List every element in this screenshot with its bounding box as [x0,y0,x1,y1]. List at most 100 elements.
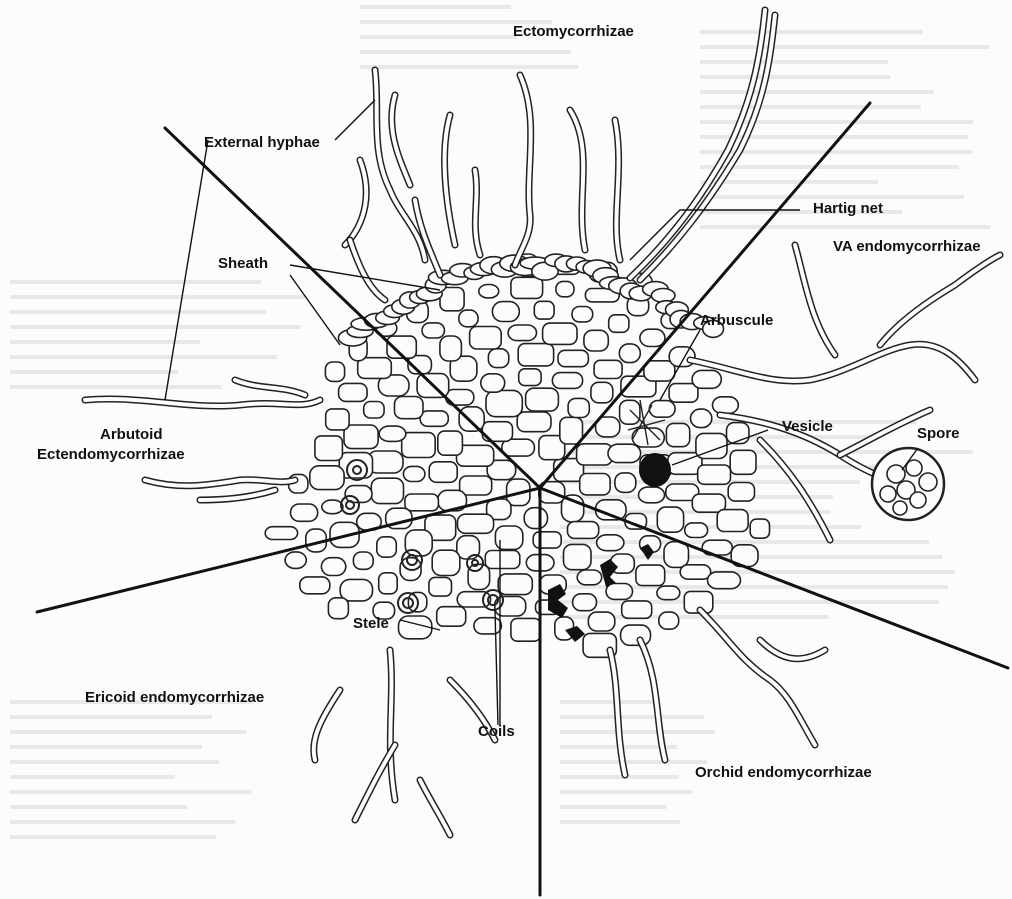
bleed-through-line [700,165,959,169]
root-cell [666,423,689,446]
root-cell [708,572,741,589]
label-ericoid-endomycorrhizae: Ericoid endomycorrhizae [85,689,264,707]
label-sheath: Sheath [218,255,268,273]
bleed-through-line [10,745,202,749]
root-cell [524,508,547,529]
hypha-lumen [795,245,835,355]
root-cell [560,417,583,444]
root-cell [728,483,754,502]
bleed-through-line [10,805,187,809]
root-cell [619,344,640,363]
root-cell [564,544,592,569]
root-cell [698,465,731,484]
label-ectendomycorrhizae: Ectendomycorrhizae [37,446,185,464]
spore-structure [872,448,944,520]
hypha-lumen [515,75,531,265]
root-cell [568,398,589,417]
bleed-through-line [360,35,517,39]
root-cell [680,565,711,579]
root-cell [344,425,378,449]
root-cell [577,570,602,585]
root-cell [750,519,769,538]
root-cell [597,535,624,551]
root-cell [573,594,597,611]
bleed-through-line [360,5,511,9]
root-cell [692,494,725,512]
root-cell [377,537,397,557]
root-cell [508,325,536,341]
root-cell [321,558,345,576]
external-hypha [350,240,385,300]
bleed-through-line [360,65,578,69]
root-cell [620,400,640,424]
root-cell [291,504,318,521]
bleed-through-line [700,135,968,139]
root-cell [526,388,559,411]
root-cell [622,601,652,618]
root-cell [609,315,629,333]
bleed-through-line [10,355,277,359]
label-spore: Spore [917,425,960,443]
root-cell [588,612,614,631]
root-cell [420,411,448,426]
root-cell [470,327,502,350]
root-cell [659,612,679,629]
root-cell [591,382,613,403]
root-cell [621,625,651,645]
root-cell [615,473,636,493]
bleed-through-line [700,225,991,229]
root-cell [403,466,425,481]
root-cell [265,527,297,540]
root-cell [438,431,463,455]
root-cell [639,487,665,503]
hypha-lumen [355,745,395,820]
root-cell [440,336,462,361]
root-cell [371,478,403,503]
root-cell [322,500,343,514]
hypha-lumen [610,650,625,775]
root-cell [533,532,561,548]
bleed-through-line [560,760,707,764]
root-cell [358,358,392,379]
root-cell [474,618,502,634]
root-cell [285,552,306,569]
hypha-lumen [420,780,450,835]
bleed-through-line [10,820,235,824]
external-hypha [880,255,1000,345]
bleed-through-line [10,370,178,374]
root-cell [584,330,608,351]
bleed-through-line [10,340,200,344]
bleed-through-line [700,30,923,34]
label-external-hyphae: External hyphae [204,134,320,152]
bleed-through-line [700,195,964,199]
root-cell [580,474,610,495]
root-cell [498,574,532,595]
root-cell [657,586,680,600]
bleed-through-line [560,715,704,719]
bleed-through-line [10,730,246,734]
bleed-through-line [560,775,678,779]
bleed-through-line [700,180,878,184]
bleed-through-line [10,280,261,284]
root-cell [429,462,457,483]
root-cross-section-cells [265,254,769,657]
root-cell [481,374,505,392]
root-cell [608,444,641,462]
label-stele: Stele [353,615,389,633]
bleed-through-line [560,820,680,824]
bleed-through-line [700,45,989,49]
hypha-lumen [570,110,585,250]
root-cell [543,323,577,344]
bleed-through-line [700,75,890,79]
bleed-through-line [360,50,571,54]
label-orchid-endomycorrhizae: Orchid endomycorrhizae [695,764,872,782]
root-cell [606,584,632,600]
root-cell [511,618,541,641]
root-cell [691,409,712,428]
bleed-through-line [10,295,306,299]
root-cell [685,523,708,538]
root-cell [310,466,344,490]
root-cell [558,350,588,366]
vesicle-structure [639,453,671,487]
